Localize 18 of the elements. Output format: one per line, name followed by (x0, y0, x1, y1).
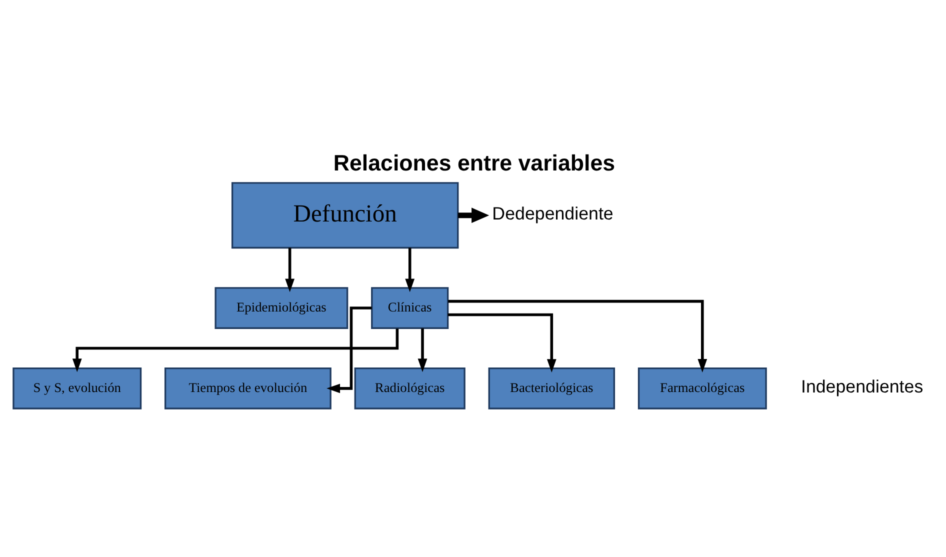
arrow (458, 207, 489, 223)
node-box: Epidemiológicas (214, 286, 348, 328)
diagram-title: Relaciones entre variables (332, 150, 615, 176)
arrow (448, 299, 707, 372)
node-text: Dedependiente (492, 203, 613, 224)
node-box: Tiempos de evolución (164, 366, 331, 409)
arrow (447, 312, 556, 372)
node-box: Bacteriológicas (488, 366, 615, 409)
arrow (404, 247, 414, 292)
arrow (326, 306, 372, 393)
label: Independientes (800, 376, 923, 396)
arrow (284, 247, 294, 292)
node-box: Farmacológicas (637, 366, 766, 409)
node-box: Clínicas (370, 286, 448, 328)
node-box: Radiológicas (354, 366, 465, 409)
node-box: Defunción (230, 182, 458, 248)
node-box: S y S, evolución (12, 366, 142, 409)
arrow (417, 328, 427, 372)
